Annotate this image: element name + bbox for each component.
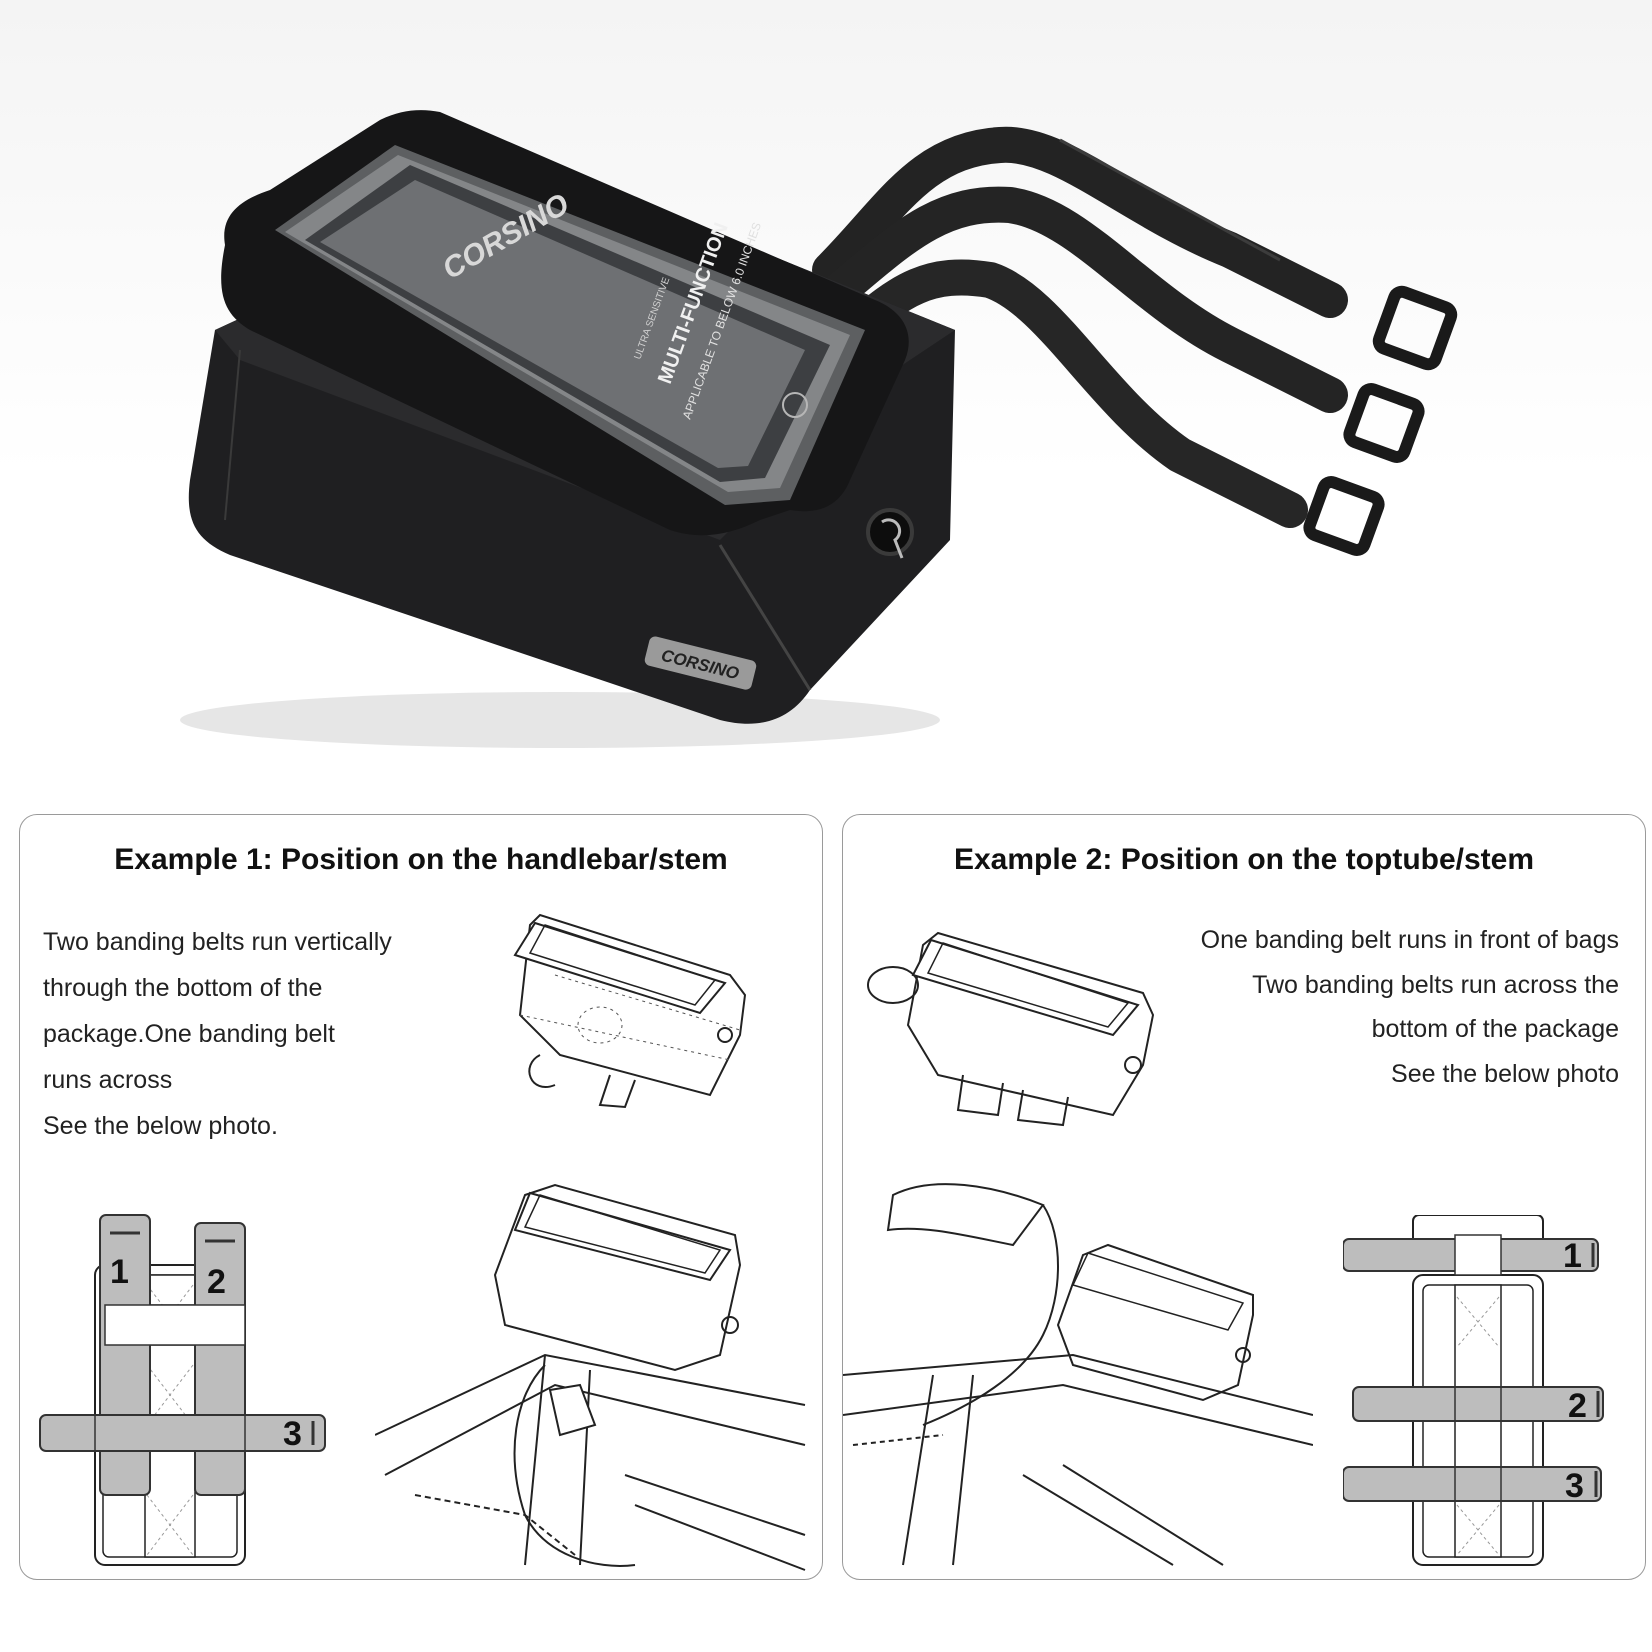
velcro-strap-middle: [822, 186, 1425, 463]
example-1-title: Example 1: Position on the handlebar/ste…: [114, 843, 728, 876]
bike-mount-drawing-2: [843, 1183, 1313, 1566]
bike-mount-drawing-1: [375, 1183, 806, 1571]
description-line: package.One banding belt: [43, 1020, 335, 1048]
belt-label-3: 3: [283, 1415, 302, 1453]
bag-line-drawing: [513, 913, 747, 1109]
description-line: bottom of the package: [1371, 1015, 1619, 1043]
example-2-description: One banding belt runs in front of bags T…: [1201, 918, 1619, 1096]
example-2-title: Example 2: Position on the toptube/stem: [953, 843, 1535, 876]
belt-label-2: 2: [1568, 1387, 1587, 1425]
product-photo: CORSINO ULTRA SENSITIVE MULTI-FUNCTION A…: [0, 0, 1652, 790]
description-line: One banding belt runs in front of bags: [1200, 926, 1619, 954]
description-line: See the below photo.: [43, 1112, 278, 1140]
description-line: Two banding belts run vertically: [43, 928, 392, 956]
example-1-panel: Example 1: Position on the handlebar/ste…: [19, 814, 823, 1580]
description-line: See the below photo: [1391, 1059, 1619, 1088]
description-line: runs across: [43, 1066, 173, 1094]
strap-diagram-2: 1 2 3: [1343, 1215, 1604, 1566]
velcro-strap-top: [812, 126, 1458, 371]
example-2-panel: Example 2: Position on the toptube/stem …: [842, 814, 1646, 1580]
example-1-description: Two banding belts run vertically through…: [43, 919, 392, 1149]
velcro-strap-bottom: [837, 259, 1385, 556]
belt-label-2: 2: [207, 1263, 226, 1301]
belt-label-3: 3: [1565, 1467, 1584, 1505]
description-line: through the bottom of the: [43, 974, 323, 1002]
description-line: Two banding belts run across the: [1252, 970, 1619, 999]
belt-label-1: 1: [1563, 1237, 1582, 1275]
bag-line-drawing-2: [867, 931, 1155, 1127]
strap-diagram-1: 1 2 3: [39, 1214, 326, 1566]
phone-bag: CORSINO ULTRA SENSITIVE MULTI-FUNCTION A…: [188, 110, 955, 724]
belt-label-1: 1: [110, 1253, 129, 1291]
cable-hole-icon: [866, 508, 914, 556]
home-button-icon: [782, 392, 808, 418]
